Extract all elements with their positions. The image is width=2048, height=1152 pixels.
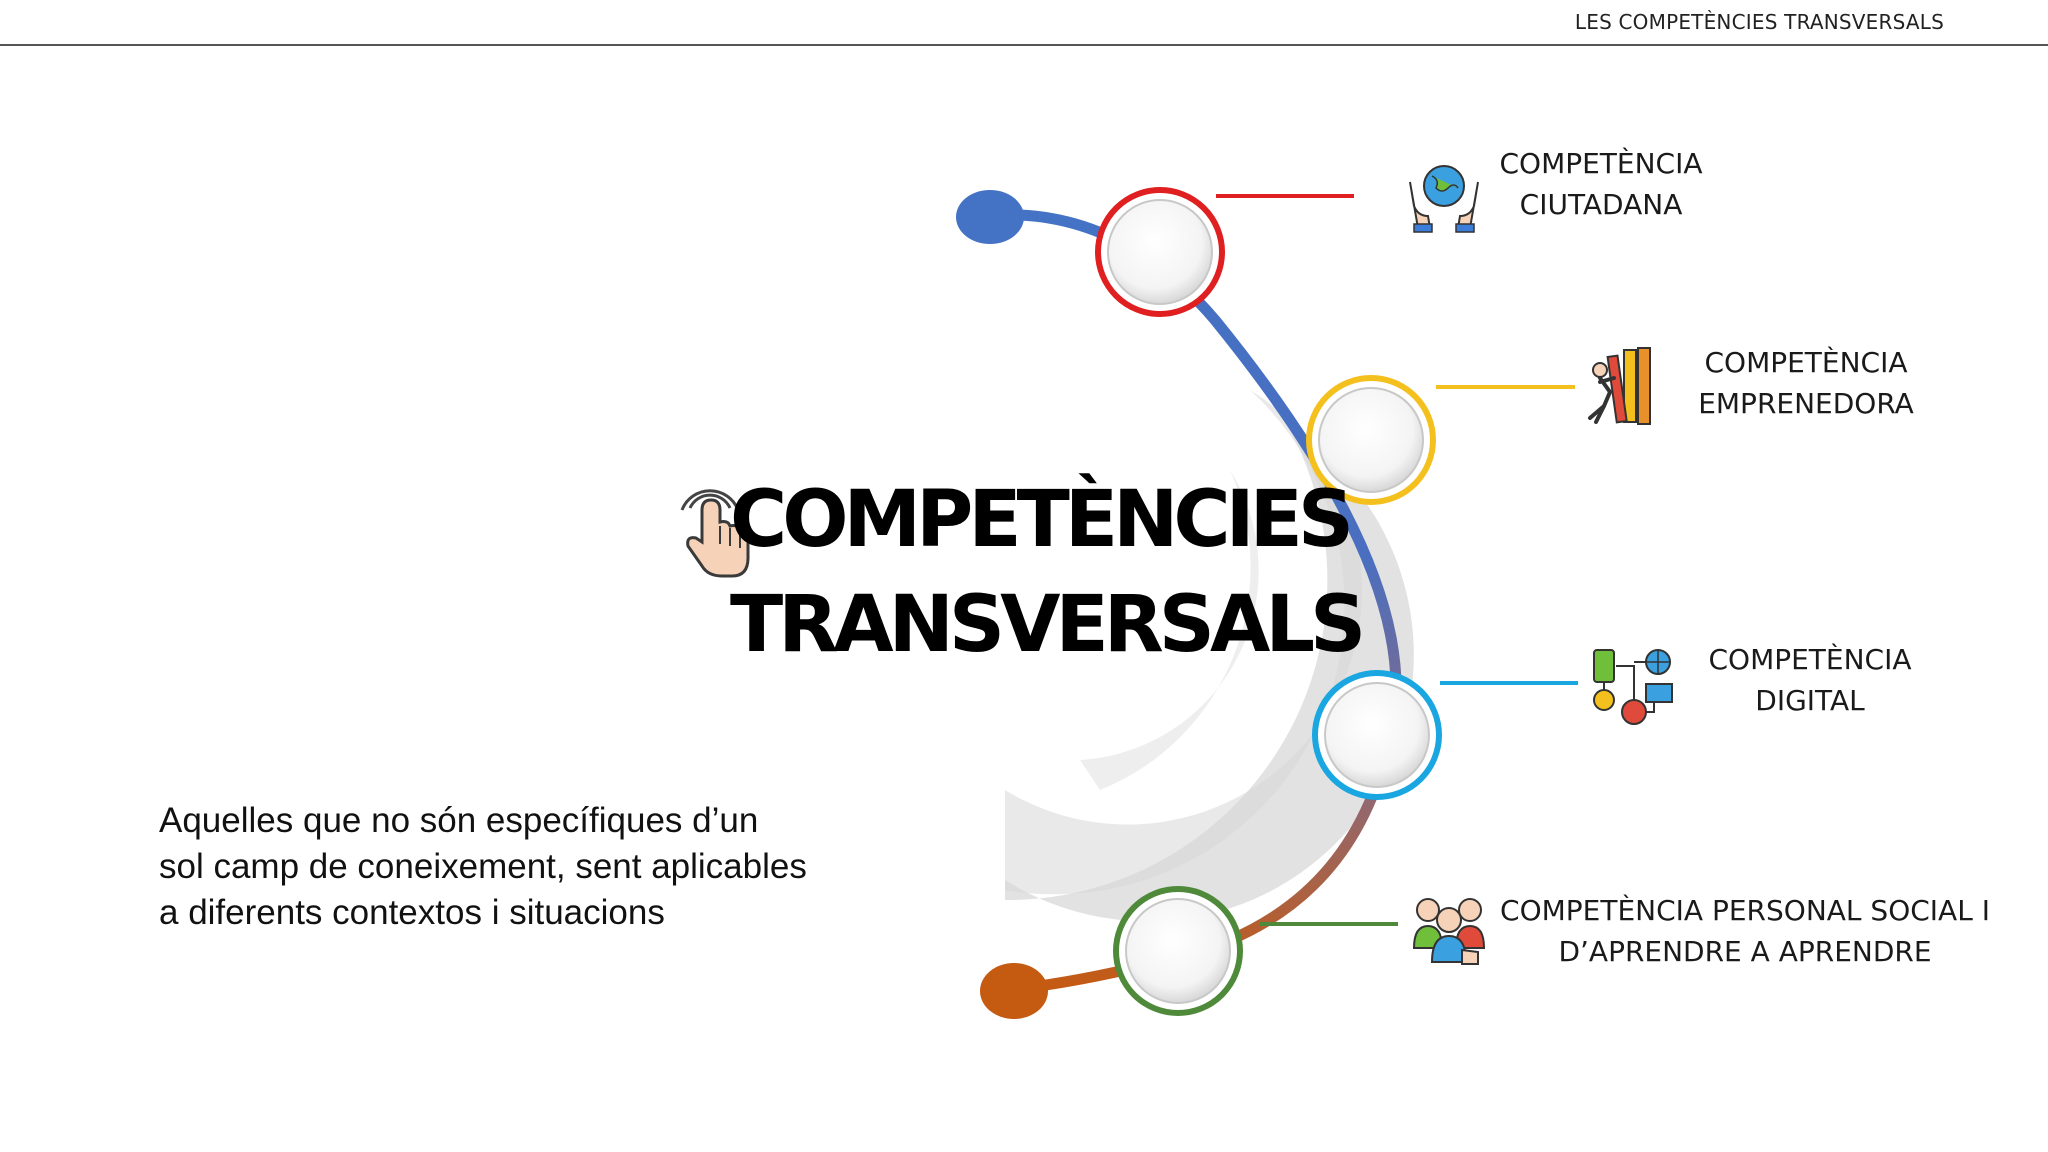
description-text: Aquelles que no són específiques d’un so… [159, 801, 807, 932]
label-line: DIGITAL [1755, 684, 1865, 717]
main-title-line-1: COMPETÈNCIES [730, 475, 1354, 565]
group-of-people-icon [1412, 898, 1486, 965]
person-pushing-blocks-icon [1588, 347, 1651, 425]
node-ciutadana [1095, 187, 1225, 317]
main-title-line-2: TRANSVERSALS [730, 580, 1366, 670]
label-competencia-personal-social: COMPETÈNCIA PERSONAL SOCIAL I D’APRENDRE… [1500, 890, 1990, 972]
label-line: D’APRENDRE A APRENDRE [1558, 935, 1932, 968]
swirl-background [1005, 390, 1414, 922]
hand-pointer-icon [680, 489, 750, 578]
label-line: COMPETÈNCIA [1704, 346, 1908, 379]
header-divider [0, 44, 2048, 46]
header-title: LES COMPETÈNCIES TRANSVERSALS [1574, 10, 1944, 34]
label-line: COMPETÈNCIA [1499, 147, 1703, 180]
label-competencia-digital: COMPETÈNCIA DIGITAL [1700, 639, 1920, 721]
node-digital [1312, 670, 1442, 800]
node-personal [1113, 886, 1243, 1016]
arc-end-dot [980, 963, 1048, 1019]
node-emprenedora [1306, 375, 1436, 505]
arc-start-dot [956, 190, 1024, 244]
label-line: COMPETÈNCIA [1708, 643, 1912, 676]
label-line: CIUTADANA [1519, 188, 1683, 221]
label-competencia-ciutadana: COMPETÈNCIA CIUTADANA [1496, 143, 1706, 225]
connected-devices-icon [1593, 649, 1673, 725]
label-line: EMPRENEDORA [1698, 387, 1914, 420]
label-competencia-emprenedora: COMPETÈNCIA EMPRENEDORA [1690, 342, 1922, 424]
label-line: COMPETÈNCIA PERSONAL SOCIAL I [1500, 894, 1990, 927]
main-title: COMPETÈNCIES TRANSVERSALS [730, 468, 1366, 678]
globe-in-hands-icon [1409, 165, 1479, 233]
